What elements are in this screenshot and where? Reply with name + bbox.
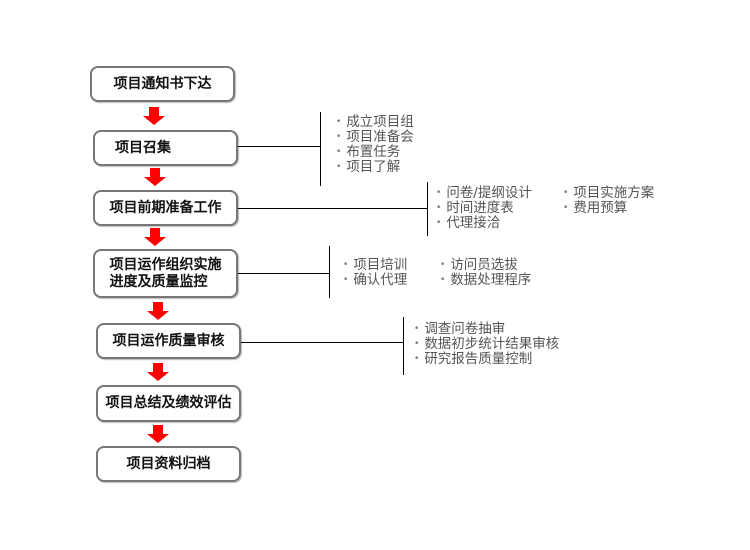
- step-execution: 项目运作组织实施进度及质量监控: [93, 249, 238, 298]
- step-audit: 项目运作质量审核: [96, 323, 241, 359]
- step-label: 项目资料归档: [126, 455, 211, 472]
- detail-item: •项目准备会: [336, 129, 414, 145]
- detail-item: •研究报告质量控制: [414, 351, 533, 367]
- bracket-line: [329, 246, 330, 298]
- detail-item: •代理接洽: [436, 215, 501, 231]
- detail-item: •调查问卷抽审: [414, 321, 506, 337]
- step-label: 项目总结及绩效评估: [105, 395, 232, 411]
- detail-item: •费用预算: [563, 200, 628, 216]
- detail-item: •布置任务: [336, 144, 401, 160]
- detail-item: •项目实施方案: [563, 185, 655, 201]
- bracket-line: [403, 317, 404, 375]
- step-label-line: 项目运作组织实施: [109, 256, 222, 273]
- step-archive: 项目资料归档: [96, 446, 241, 482]
- step-label: 项目前期准备工作: [109, 199, 222, 216]
- step-notice: 项目通知书下达: [90, 66, 235, 102]
- bracket-line: [427, 182, 428, 236]
- detail-item: •问卷/提纲设计: [436, 185, 532, 201]
- step-label: 项目运作质量审核: [112, 332, 225, 349]
- connector-line: [241, 342, 403, 343]
- step-convene: 项目召集: [93, 130, 238, 166]
- detail-item: •访问员选拔: [440, 257, 518, 273]
- detail-item: •成立项目组: [336, 114, 414, 130]
- connector-line: [238, 208, 427, 209]
- detail-item: •时间进度表: [436, 200, 514, 216]
- step-preparation: 项目前期准备工作: [93, 190, 238, 226]
- step-label: 项目通知书下达: [113, 75, 212, 92]
- detail-item: •数据处理程序: [440, 272, 532, 288]
- detail-item: •数据初步统计结果审核: [414, 336, 560, 352]
- step-label: 项目召集: [115, 139, 171, 156]
- detail-item: •项目培训: [343, 257, 408, 273]
- bracket-line: [320, 112, 321, 186]
- detail-item: •确认代理: [343, 272, 408, 288]
- connector-line: [238, 273, 329, 274]
- step-label-line: 进度及质量监控: [109, 273, 208, 290]
- step-summary: 项目总结及绩效评估: [96, 385, 241, 422]
- connector-line: [238, 146, 320, 147]
- detail-item: •项目了解: [336, 159, 401, 175]
